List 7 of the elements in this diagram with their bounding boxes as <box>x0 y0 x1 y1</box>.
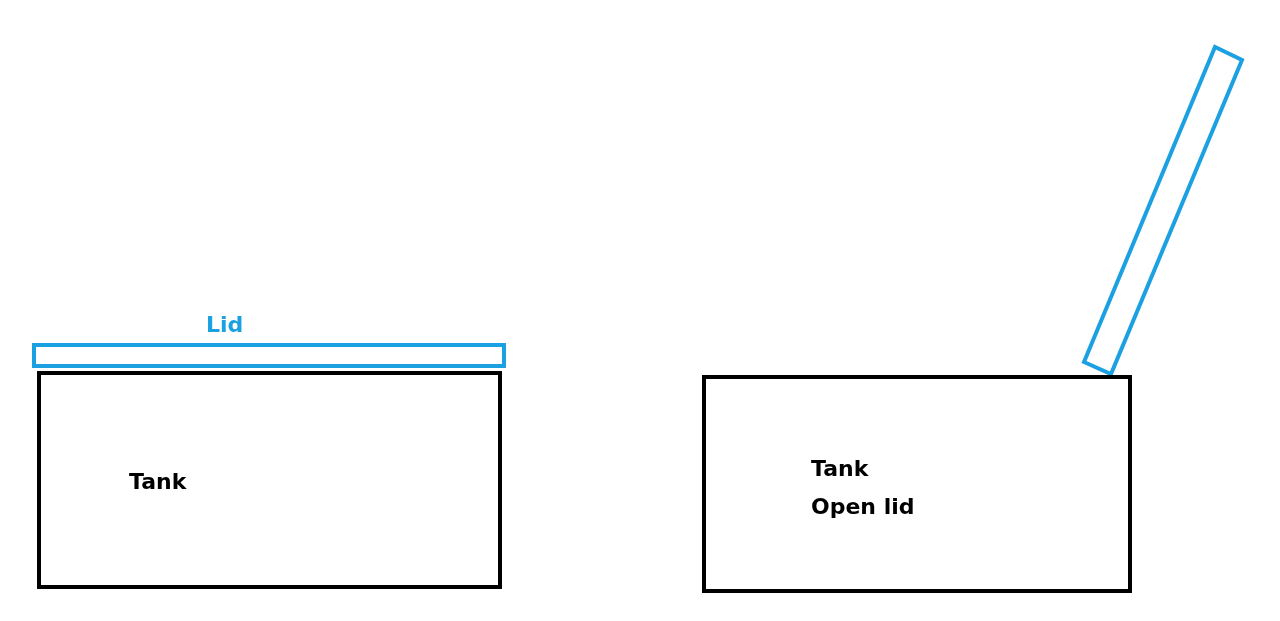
tank-box <box>37 371 502 589</box>
open-lid-bar <box>1080 44 1246 378</box>
lid-label: Lid <box>206 312 244 338</box>
tank-box <box>702 375 1132 593</box>
tank-label: Tank <box>811 456 869 482</box>
status-label: Open lid <box>811 494 915 520</box>
tank-label: Tank <box>129 469 187 495</box>
